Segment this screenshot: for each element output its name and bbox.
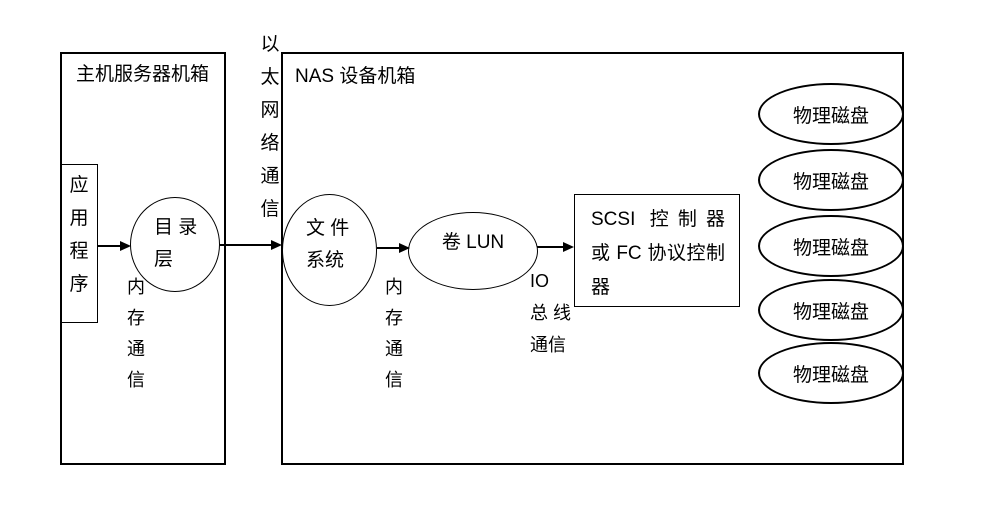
memory-comm-label-nas: 内存通信 — [385, 277, 403, 390]
arrow-app-to-directory — [98, 240, 131, 252]
arrow-head-icon — [271, 240, 282, 250]
nas-device-chassis-title: NAS 设备机箱 — [295, 66, 416, 87]
application-program-label: 应用程序 — [69, 175, 89, 295]
physical-disk-ellipse-5: 物理磁盘 — [758, 342, 904, 404]
arrow-shaft — [220, 244, 274, 246]
ethernet-comm-label: 以太网络通信 — [260, 34, 280, 220]
file-system-ellipse — [282, 194, 377, 306]
arrow-head-icon — [120, 241, 131, 251]
physical-disk-ellipse-3: 物理磁盘 — [758, 215, 904, 277]
physical-disk-label: 物理磁盘 — [792, 301, 869, 323]
physical-disk-ellipse-2: 物理磁盘 — [758, 149, 904, 211]
application-program-box — [60, 164, 98, 323]
arrow-filesystem-to-lun — [377, 242, 410, 254]
physical-disk-label: 物理磁盘 — [792, 364, 869, 386]
scsi-controller-line1: SCSI 控制器 — [591, 209, 725, 230]
arrow-head-icon — [399, 243, 410, 253]
physical-disk-ellipse-1: 物理磁盘 — [758, 83, 904, 145]
physical-disk-ellipse-4: 物理磁盘 — [758, 279, 904, 341]
file-system-label: 文 件 系统 — [306, 218, 350, 271]
physical-disk-label: 物理磁盘 — [792, 105, 869, 127]
arrow-shaft — [98, 245, 123, 247]
arrow-directory-to-filesystem — [220, 239, 282, 251]
arrow-head-icon — [563, 242, 574, 252]
volume-lun-ellipse — [408, 212, 538, 290]
arrow-lun-to-scsi — [537, 241, 574, 253]
volume-lun-label: 卷 LUN — [441, 232, 505, 253]
host-server-chassis-box — [60, 52, 226, 465]
host-server-chassis-title: 主机服务器机箱 — [76, 64, 210, 85]
scsi-controller-line2: 或 FC 协议控制 — [591, 243, 725, 264]
arrow-shaft — [537, 246, 566, 248]
directory-layer-ellipse — [130, 197, 220, 292]
scsi-controller-line3: 器 — [591, 277, 611, 298]
memory-comm-label-host: 内存通信 — [127, 277, 145, 390]
io-bus-comm-label: IO 总 线 通信 — [530, 271, 572, 355]
physical-disk-label: 物理磁盘 — [792, 237, 869, 259]
directory-layer-label: 目 录 层 — [154, 217, 198, 270]
scsi-fc-controller-box: SCSI 控制器 或 FC 协议控制 器 — [574, 194, 740, 307]
arrow-shaft — [377, 247, 402, 249]
physical-disk-label: 物理磁盘 — [792, 171, 869, 193]
